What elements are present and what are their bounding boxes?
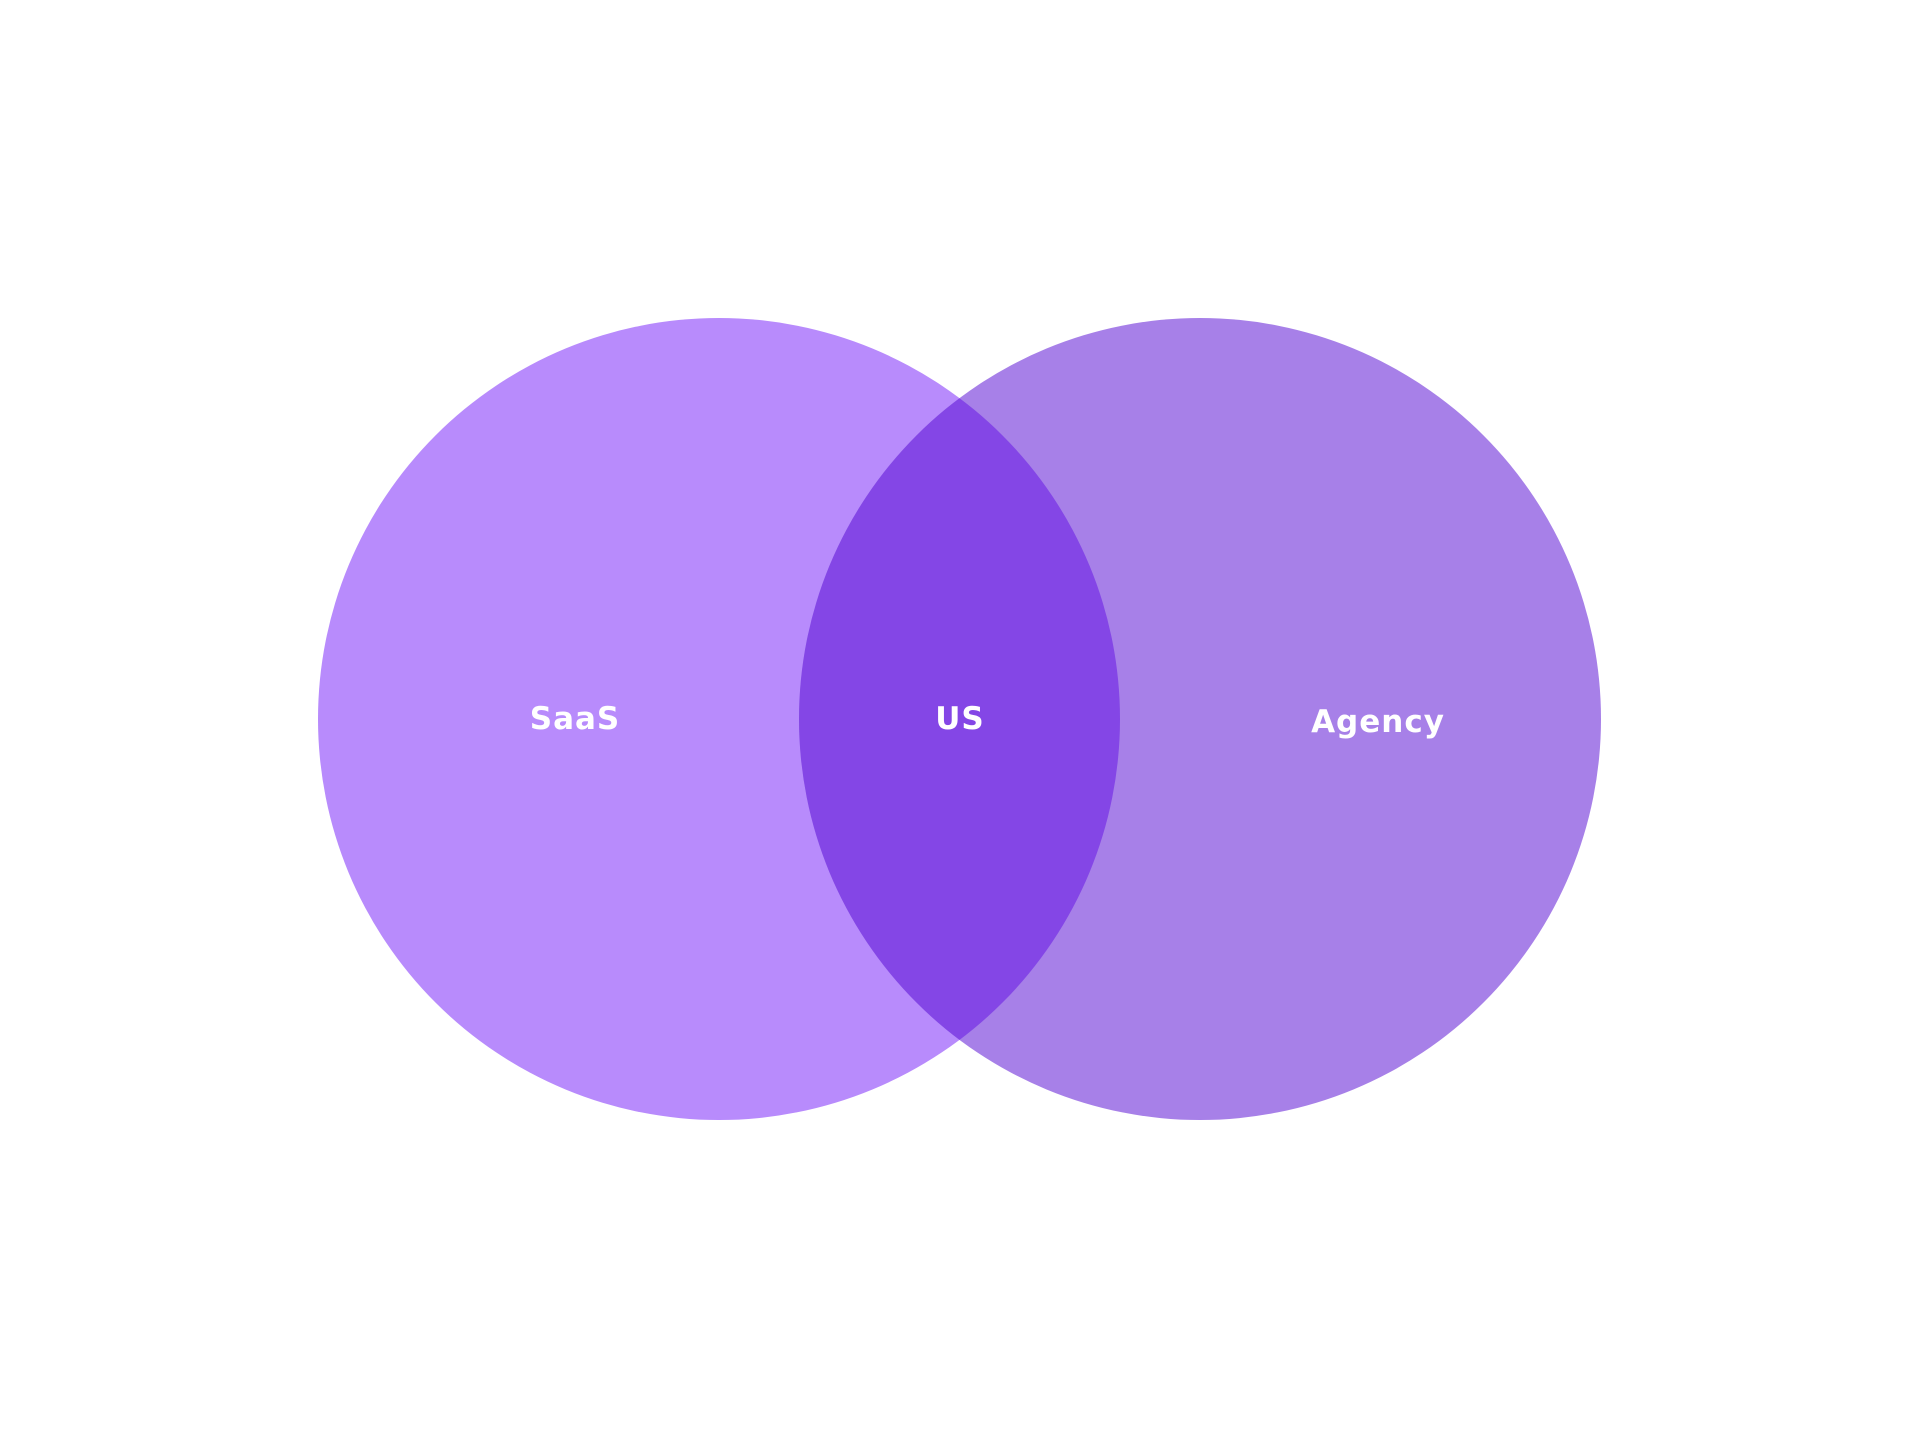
agency-label: Agency bbox=[1311, 704, 1445, 740]
intersection-label: US bbox=[935, 701, 985, 737]
saas-label: SaaS bbox=[529, 701, 621, 737]
intersection-region bbox=[799, 318, 1120, 1120]
